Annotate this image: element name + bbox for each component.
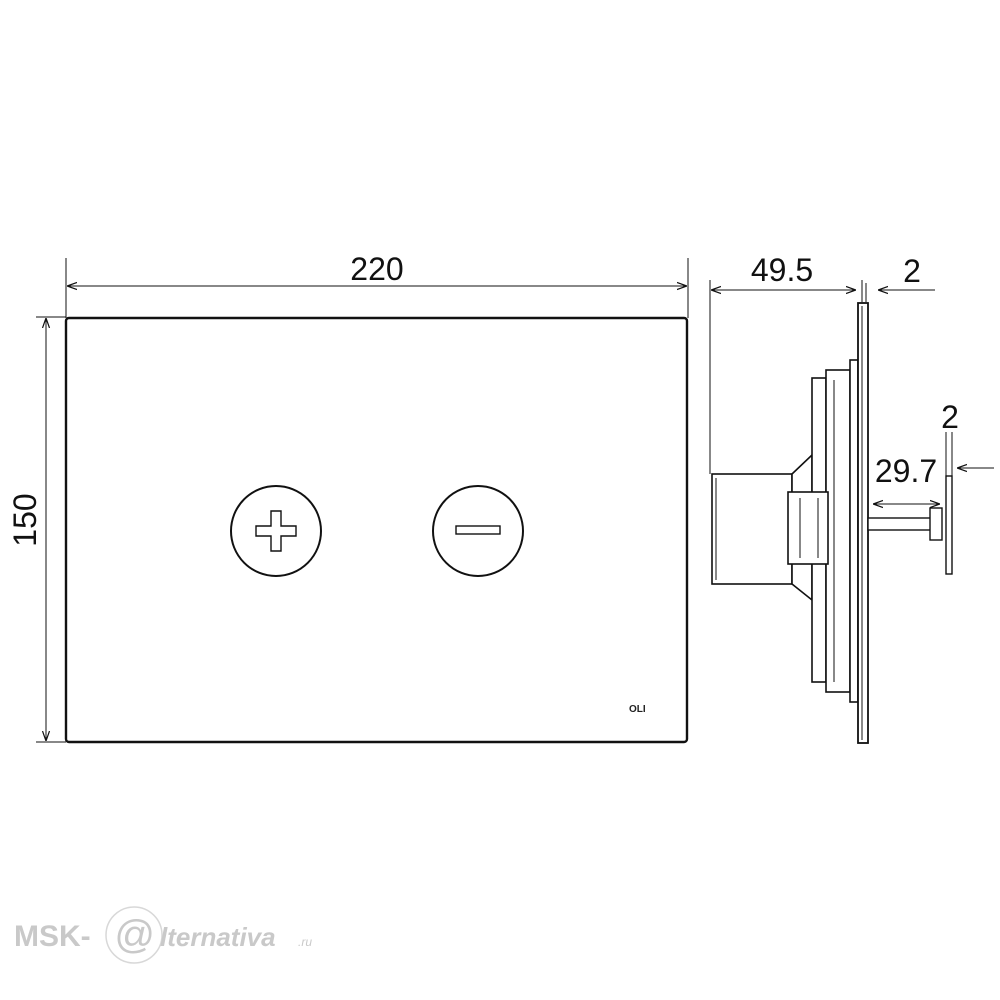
side-plate <box>857 302 869 744</box>
height-label: 150 <box>7 493 43 546</box>
depth-dimension: 49.5 <box>709 252 863 474</box>
minus-icon <box>455 525 501 535</box>
button-thickness-dimension: 2 <box>941 399 994 476</box>
button-neck <box>929 507 943 541</box>
mechanism-backing <box>849 359 859 703</box>
side-view: 49.5 2 <box>709 252 994 744</box>
plate-thickness-label: 2 <box>903 253 921 289</box>
mechanism-stem <box>711 473 793 585</box>
button-thickness-label: 2 <box>941 399 959 435</box>
flush-button-minus[interactable] <box>432 485 524 577</box>
brand-logo: OLI <box>629 704 646 715</box>
watermark-prefix: MSK- <box>14 920 91 953</box>
watermark-suffix: lternativa <box>160 922 276 952</box>
actuator-mechanism <box>711 302 869 744</box>
button-travel-label: 29.7 <box>875 453 937 489</box>
mechanism-frame-inner <box>825 369 851 693</box>
button-travel-dimension: 29.7 <box>873 453 940 504</box>
watermark-tld: .ru <box>298 935 312 949</box>
depth-label: 49.5 <box>751 252 813 288</box>
width-label: 220 <box>350 251 403 287</box>
front-view: 220 150 OLI <box>7 251 689 744</box>
button-assembly <box>867 475 953 575</box>
plus-icon <box>255 510 297 552</box>
width-dimension: 220 <box>65 251 689 318</box>
button-cap <box>945 475 953 575</box>
height-dimension: 150 <box>7 316 66 743</box>
watermark: MSK- @ lternativa .ru <box>14 906 312 964</box>
button-rod <box>867 517 941 531</box>
mechanism-bracket <box>787 491 829 565</box>
flush-plate <box>64 316 689 744</box>
plate-thickness-dimension: 2 <box>865 253 935 302</box>
flush-button-plus[interactable] <box>230 485 322 577</box>
watermark-at-ring <box>105 906 163 964</box>
watermark-at-symbol: @ <box>114 913 155 957</box>
